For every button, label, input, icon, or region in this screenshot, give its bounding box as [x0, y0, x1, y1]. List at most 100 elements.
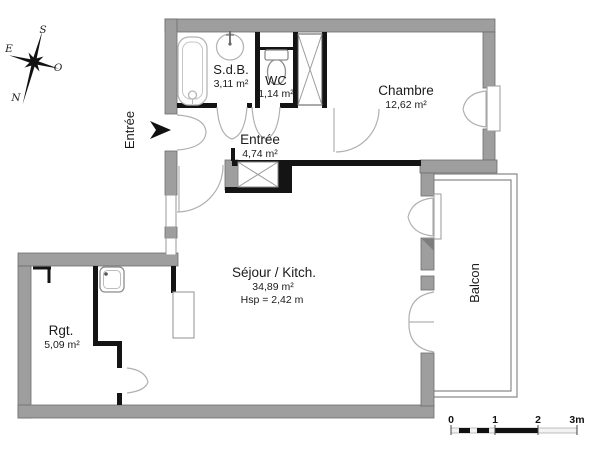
compass-east-label: E: [4, 43, 13, 55]
rgt-area: 5,09 m²: [44, 339, 80, 351]
scale-dash-2: [477, 428, 489, 433]
wall-closet-chambre-divider: [322, 32, 327, 108]
kitchen-sink-tap: [104, 272, 108, 276]
scale-0-label: 0: [448, 414, 454, 426]
bathroom-sink: [215, 31, 245, 61]
french-door-swings: [408, 291, 435, 353]
closet-top-x2: [297, 33, 323, 106]
interior-walls: [93, 32, 421, 405]
balcony-railing-inner: [434, 179, 512, 392]
kitchen-window-upper: [165, 194, 177, 228]
chambre-name: Chambre: [378, 83, 434, 98]
scale-bar: 0 1 2 3m: [448, 414, 585, 435]
wall-chambre-right-upper: [482, 31, 496, 89]
wall-doorstop-tick: [231, 148, 235, 161]
wall-wc-south-right: [280, 103, 293, 108]
wall-entree-closet-bottom: [225, 187, 292, 193]
wall-lower-block-left: [17, 265, 32, 419]
wall-chambre-right-lower: [482, 128, 496, 161]
sdb-door-swing: [216, 106, 248, 140]
wc-name: WC: [265, 73, 287, 88]
wall-upper-left: [164, 18, 178, 115]
wall-post-sdb-wc: [247, 103, 252, 108]
sejour-ceiling-height: Hsp = 2,42 m: [241, 294, 304, 306]
compass-star-icon: [8, 31, 60, 105]
chambre-area: 12,62 m²: [385, 99, 427, 111]
wall-wc-cistern-line: [260, 47, 293, 50]
bathtub-outer: [177, 36, 208, 106]
scale-solid-segment: [495, 428, 538, 433]
kitchen-counter: [172, 291, 195, 339]
compass-south-label: S: [39, 24, 46, 36]
rgt-door-swing: [126, 367, 149, 394]
room-labels: S.d.B. 3,11 m² WC 1,14 m² Chambre 12,62 …: [44, 62, 482, 351]
closet-top: [297, 33, 323, 106]
wall-lower-block-top: [17, 252, 179, 267]
wall-top: [164, 18, 496, 33]
closet-entree: [237, 161, 279, 188]
compass-west-label: O: [54, 62, 63, 74]
kitchen-sink: [99, 266, 125, 293]
balcony-railing: [434, 173, 518, 398]
kitchen-window-lower: [165, 237, 177, 256]
wall-rgt-right: [93, 266, 98, 343]
sejour-window-swing: [407, 197, 434, 237]
windows: [407, 85, 501, 353]
wall-sejour-right-a: [420, 172, 435, 197]
bathroom-sink-tap-dot: [228, 42, 232, 46]
wall-left-strip-segment: [164, 226, 178, 239]
wall-bottom: [17, 404, 435, 419]
entrance-label: Entrée: [122, 111, 137, 149]
wall-sejour-right-d: [420, 352, 435, 407]
scale-dash-1: [459, 428, 470, 433]
entree-name: Entrée: [240, 132, 280, 147]
sejour-window-sill: [433, 193, 442, 240]
rgt-name: Rgt.: [49, 323, 74, 338]
wall-kitchen-stub: [171, 266, 176, 293]
compass-north-label: N: [10, 92, 21, 104]
entrance-marker: Entrée: [122, 111, 171, 149]
entrance-arrow-icon: [150, 121, 171, 139]
chambre-window-sill: [486, 85, 501, 132]
chambre-door-arc: [335, 108, 380, 153]
wall-sejour-right-c: [420, 275, 435, 291]
exterior-walls: [17, 18, 498, 419]
balcon-name: Balcon: [467, 263, 482, 303]
scale-1-label: 1: [492, 414, 498, 426]
entrance-door-swing: [176, 114, 207, 151]
wall-entree-sejour: [232, 160, 421, 166]
bathtub-drain: [187, 90, 198, 100]
wall-rgt-step-vertical: [117, 346, 122, 368]
wall-chambre-bottom: [419, 159, 498, 174]
scale-ticks: [450, 425, 578, 435]
wall-left-stub-below-entrance: [164, 150, 178, 196]
scale-2-label: 2: [535, 414, 541, 426]
wall-rgt-step-horizontal: [93, 341, 122, 346]
sejour-door-arc: [176, 164, 224, 213]
sejour-shutter-box: [422, 239, 434, 251]
left-strip-windows: [165, 194, 177, 256]
wall-sdb-wc-divider: [255, 32, 260, 108]
wc-area: 1,14 m²: [258, 88, 294, 100]
wall-entree-closet-pillar: [278, 160, 292, 193]
wall-rgt-door-stub: [117, 393, 122, 405]
sejour-name: Séjour / Kitch.: [232, 265, 316, 280]
toilet-tank: [264, 49, 289, 61]
entree-area: 4,74 m²: [242, 148, 278, 160]
balcony-railing-outer: [434, 173, 518, 398]
bathtub: [177, 36, 208, 106]
compass-rose: S E O N: [4, 24, 63, 105]
sejour-area: 34,89 m²: [252, 281, 294, 293]
rgt-corner-duct: [33, 266, 51, 283]
chambre-window-swing: [462, 90, 487, 128]
closet-entree-x2: [237, 161, 279, 188]
sdb-area: 3,11 m²: [214, 78, 249, 90]
scale-3m-label: 3m: [569, 414, 584, 426]
wall-wc-closet-divider: [293, 32, 298, 108]
toilet: [264, 49, 289, 86]
doors: [126, 106, 380, 394]
kitchen-sink-inner: [103, 270, 121, 289]
sdb-name: S.d.B.: [213, 62, 248, 77]
